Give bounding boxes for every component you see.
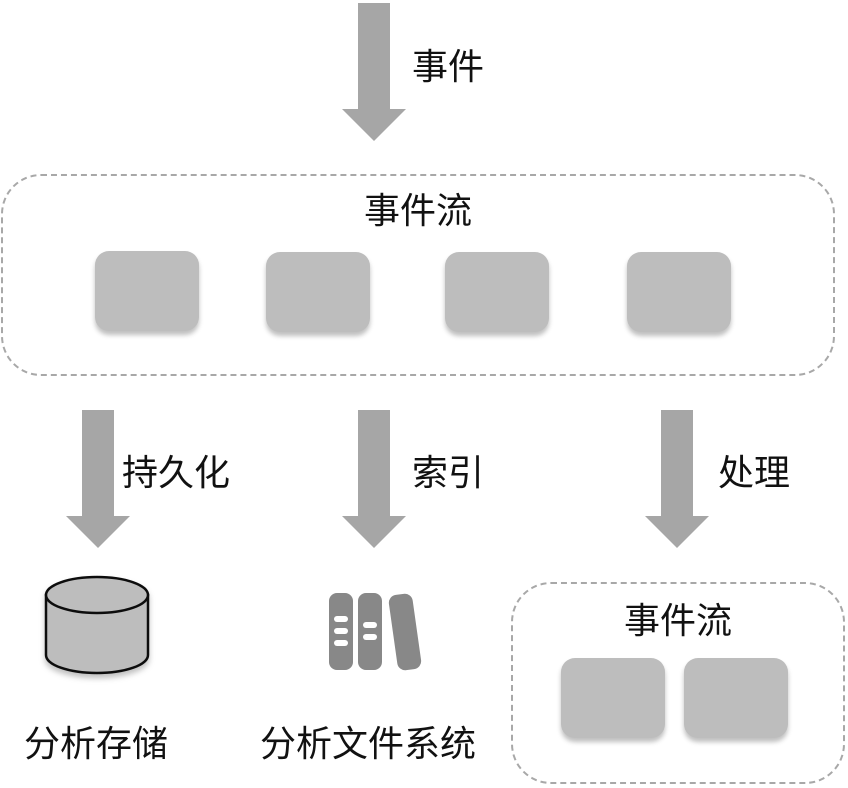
index-label: 索引	[412, 453, 485, 494]
event-input-label: 事件	[412, 47, 485, 88]
event-block-2	[266, 252, 370, 332]
arrow-head	[66, 516, 130, 548]
arrow-shaft	[661, 410, 693, 516]
sub-event-stream-group: 事件流	[511, 582, 845, 784]
sub-event-block-2	[684, 658, 788, 738]
arrow-head	[342, 516, 406, 548]
database-cylinder-icon	[44, 575, 150, 675]
process-arrow	[645, 410, 709, 548]
process-label: 处理	[718, 453, 791, 494]
main-event-stream-group: 事件流	[1, 174, 835, 376]
persist-arrow	[66, 410, 130, 548]
main-event-stream-title: 事件流	[363, 191, 472, 232]
event-block-3	[445, 252, 549, 332]
arrow-head	[342, 109, 406, 141]
persist-label: 持久化	[122, 453, 231, 494]
arrow-head	[645, 516, 709, 548]
arrow-shaft	[358, 3, 390, 109]
analytics-storage-label: 分析存储	[24, 724, 169, 765]
analytics-filesystem-label: 分析文件系统	[260, 724, 477, 765]
event-input-arrow	[342, 3, 406, 141]
arrow-shaft	[358, 410, 390, 516]
arrow-shaft	[82, 410, 114, 516]
event-block-1	[95, 251, 199, 331]
sub-event-stream-title: 事件流	[623, 601, 732, 642]
sub-event-block-1	[561, 658, 665, 738]
index-arrow	[342, 410, 406, 548]
books-icon	[329, 593, 422, 671]
event-block-4	[627, 252, 731, 332]
